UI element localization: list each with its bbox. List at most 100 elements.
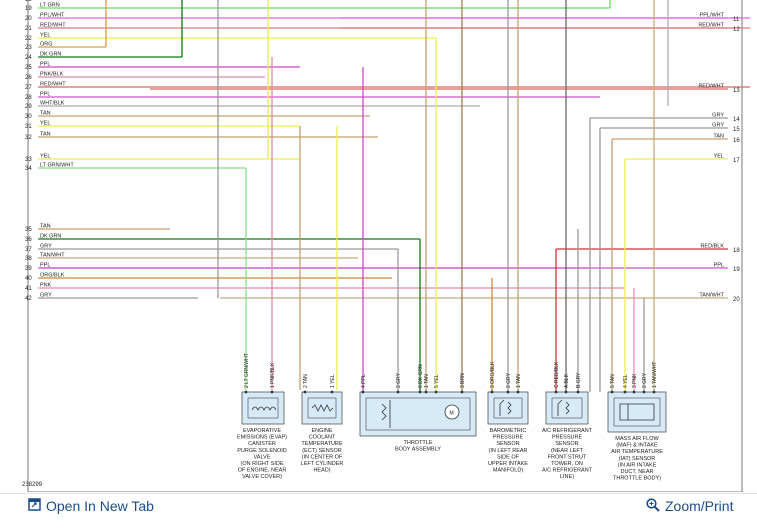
left-wire-label-33: YEL (40, 154, 50, 160)
left-pin-22: 22 (25, 36, 32, 42)
magnifier-zoom-icon (646, 497, 665, 515)
evap-caption-line: VALVE COVER) (242, 474, 282, 480)
left-pin-31: 31 (25, 124, 32, 130)
right-wire-label-14: GRY (712, 113, 724, 119)
footer-bar: Open In New Tab Zoom/Print (0, 493, 757, 532)
maf-caption-line: (MAF) & INTAKE (616, 443, 658, 449)
baro-element (493, 397, 523, 419)
left-pin-19: 19 (25, 6, 32, 12)
maf-caption-line: (IN AIR INTAKE (618, 462, 657, 468)
ect-caption-line: (IN CENTER OF (302, 454, 343, 460)
ac-caption-line: FRONT STRUT (548, 454, 587, 460)
motor-icon (444, 404, 460, 420)
baro-pin-dot-1 (516, 390, 520, 394)
left-wire-label-34: LT GRN/WHT (40, 163, 74, 169)
baro-caption-line: BAROMETRIC (490, 428, 527, 434)
left-wire-label-20: PPL/WHT (40, 13, 65, 19)
zoom-print-button[interactable]: Zoom/Print (646, 494, 733, 518)
baro-pin-dot-2 (506, 390, 510, 394)
throttle-pin-label-2: 2 GRY (396, 372, 402, 388)
left-wire-label-25: PPL (40, 62, 50, 68)
solenoid-coil-icon (251, 406, 277, 411)
right-wire-label-19: PPL (714, 263, 724, 269)
right-wire-label-17: YEL (714, 154, 724, 160)
left-pin-34: 34 (25, 166, 32, 172)
left-pin-23: 23 (25, 45, 32, 51)
right-pin-17: 17 (733, 158, 740, 164)
left-pin-40: 40 (25, 276, 32, 282)
baro-caption-line: SENSOR (496, 441, 519, 447)
ect-element (307, 397, 337, 419)
left-wire-label-23: ORG (40, 42, 53, 48)
ect-pin-label-1: 1 YEL (330, 374, 336, 388)
ect-caption-line: LEFT CYLINDER (301, 461, 344, 467)
throttle-pin-label-5: 5 YEL (434, 374, 440, 388)
maf-caption-line: MASS AIR FLOW (615, 436, 659, 442)
left-pin-29: 29 (25, 104, 32, 110)
potentiometer-icon (381, 400, 391, 428)
left-wire-label-37: GRY (40, 244, 52, 250)
evap-caption-line: (ON RIGHT SIDE (241, 461, 284, 467)
throttle-pin-label-4: 4 PPL (361, 374, 367, 388)
maf-pin-label-5: 5 TAN (610, 374, 616, 388)
ac-caption-line: SENSOR (555, 441, 578, 447)
open-new-tab-icon (28, 498, 46, 514)
evap-pin-label-1: 1 PNK/BLK (270, 362, 276, 388)
left-wire-label-29: WHT/BLK (40, 101, 65, 107)
ect-pin-dot-2 (303, 390, 307, 394)
left-pin-39: 39 (25, 266, 32, 272)
left-pin-25: 25 (25, 65, 32, 71)
open-in-new-tab-button[interactable]: Open In New Tab (28, 494, 154, 518)
evap-pin-dot-2 (244, 390, 248, 394)
left-pin-26: 26 (25, 75, 32, 81)
left-pin-38: 38 (25, 256, 32, 262)
maf-body (607, 391, 667, 433)
right-pin-14: 14 (733, 117, 740, 123)
right-wire-label-15: GRY (712, 123, 724, 129)
left-pin-27: 27 (25, 85, 32, 91)
ac-pin-label-B: B GRY (576, 372, 582, 388)
right-pin-16: 16 (733, 138, 740, 144)
ac-pin-dot-A (564, 390, 568, 394)
left-wire-label-26: PNK/BLK (40, 72, 64, 78)
ect-pin-label-2: 2 TAN (303, 374, 309, 388)
left-wire-label-31: YEL (40, 121, 50, 127)
maf-pin-dot-3 (632, 390, 636, 394)
throttle-pin-label-6: 6 DK GRN (418, 364, 424, 388)
left-wire-label-22: YEL (40, 33, 50, 39)
throttle-caption-line: BODY ASSEMBLY (395, 447, 441, 453)
ac-pin-dot-C (554, 390, 558, 394)
right-wire-label-16: TAN (713, 134, 724, 140)
right-wire-label-18: RED/BLK (700, 244, 724, 250)
ect-caption-line: TEMPERATURE (301, 441, 342, 447)
evap-caption-line: EMISSIONS (EVAP) (237, 435, 287, 441)
maf-pin-dot-1 (652, 390, 656, 394)
right-pin-18: 18 (733, 248, 740, 254)
left-pin-41: 41 (25, 286, 32, 292)
right-pin-11: 11 (733, 17, 740, 23)
baro-pin-label-3: 3 ORG/BLK (490, 361, 496, 388)
baro-caption-line: MANIFOLD) (493, 468, 523, 474)
ac-caption-line: TOWER, ON (551, 461, 583, 467)
throttle-pin-dot-6 (418, 390, 422, 394)
evap-caption-line: PURGE SOLENOID (237, 448, 287, 454)
baro-pin-label-1: 1 TAN (516, 374, 522, 388)
left-pin-18: 18 (25, 0, 32, 3)
ac-pin-label-A: A BLK (564, 373, 570, 388)
evap-pin-label-2: 2 LT GRN/WHT (244, 353, 250, 388)
baro-caption-line: (IN LEFT REAR (488, 448, 527, 454)
evap-caption-line: CANISTER (248, 441, 276, 447)
evap-caption-line: OF ENGINE, NEAR (238, 468, 287, 474)
throttle-pin-dot-3 (460, 390, 464, 394)
baro-pin-dot-3 (490, 390, 494, 394)
ac-caption-line: (NEAR LEFT (551, 448, 584, 454)
left-wire-label-24: DK GRN (40, 52, 61, 58)
left-wire-label-40: ORG/BLK (40, 273, 65, 279)
evap-pin-dot-1 (270, 390, 274, 394)
left-pin-30: 30 (25, 114, 32, 120)
evap-caption-line: VALVE (254, 454, 271, 460)
